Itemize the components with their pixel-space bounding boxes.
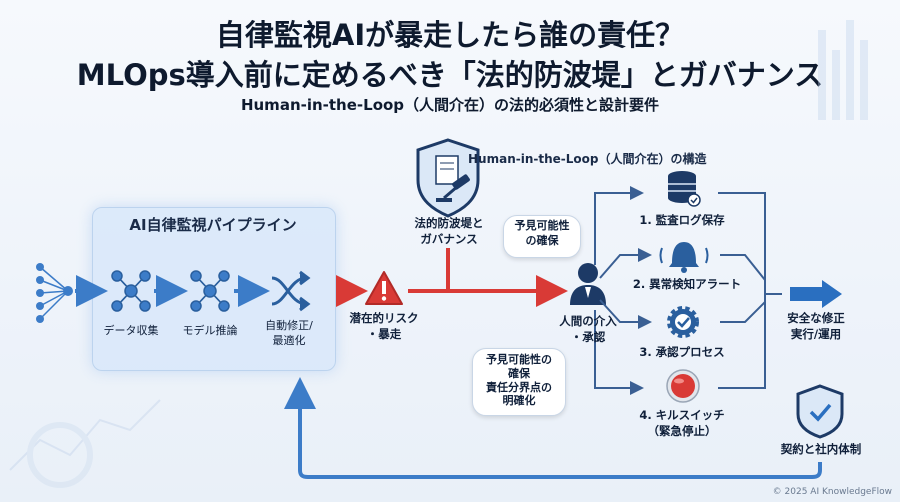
warning-icon — [365, 271, 403, 305]
hitl-step-label: 1. 監査ログ保存 — [639, 213, 725, 227]
pipeline-step-label: データ収集 — [103, 324, 159, 337]
legal-label: 法的防波堤と ガバナンス — [414, 216, 484, 247]
shuffle-icon — [271, 270, 311, 312]
network-icon — [111, 270, 151, 312]
output-label: 安全な修正 実行/運用 — [787, 311, 845, 342]
responsibility-bubble: 予見可能性の 確保 責任分界点の 明確化 — [472, 348, 566, 416]
pipeline-title: AI自律監視パイプライン — [129, 216, 297, 234]
feedback-loop-arrow — [284, 377, 822, 479]
background-decoration — [9, 20, 868, 488]
shield-check-icon — [796, 384, 844, 439]
input-data-icon — [36, 263, 73, 323]
contract-label: 契約と社内体制 — [780, 442, 862, 456]
database-icon — [668, 171, 701, 207]
main-title-line2: MLOps導入前に定めるべき「法的防波堤」とガバナンス — [76, 58, 824, 92]
bell-icon — [659, 242, 709, 273]
hitl-step-label: 4. キルスイッチ （緊急停止） — [639, 408, 725, 438]
network-icon — [190, 270, 230, 312]
pipeline-step-label: 自動修正/ 最適化 — [265, 319, 313, 348]
gear-check-icon — [667, 306, 699, 338]
hitl-step-label: 2. 異常検知アラート — [632, 277, 742, 291]
hitl-step-label: 3. 承認プロセス — [639, 345, 725, 359]
risk-label: 潜在的リスク ・暴走 — [349, 311, 419, 342]
human-icon — [570, 263, 606, 305]
hitl-title: Human-in-the-Loop（人間介在）の構造 — [468, 152, 707, 166]
kill-switch-icon — [666, 369, 700, 403]
human-label: 人間の介入 ・承認 — [559, 314, 617, 345]
copyright: © 2025 AI KnowledgeFlow — [772, 487, 892, 497]
pipeline-step-label: モデル推論 — [182, 324, 238, 337]
shield-gavel-icon — [416, 138, 480, 218]
subtitle: Human-in-the-Loop（人間介在）の法的必須性と設計要件 — [240, 96, 660, 114]
arrow-right-icon — [790, 280, 842, 308]
foreseeability-bubble: 予見可能性 の確保 — [503, 215, 581, 258]
main-title-line1: 自律監視AIが暴走したら誰の責任？ — [215, 18, 685, 52]
